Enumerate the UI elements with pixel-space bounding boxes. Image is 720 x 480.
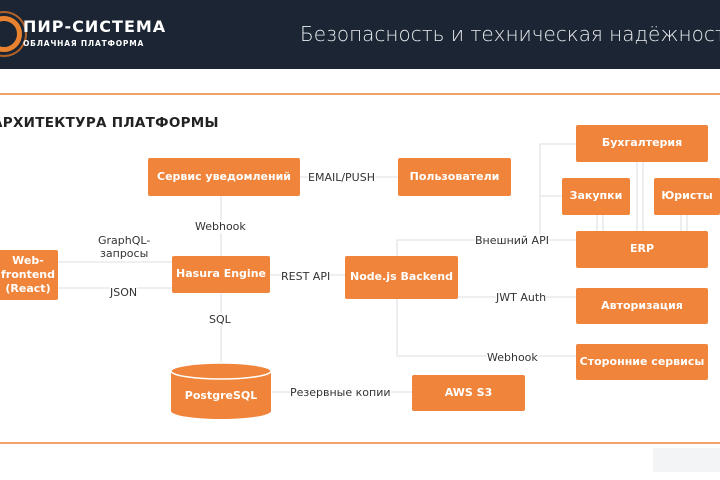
edge-label-graphql: GraphQL- запросы [98,234,151,260]
edge-label-email-push: EMAIL/PUSH [308,171,375,184]
page-title: Безопасность и техническая надёжность [300,22,720,46]
edge-label-jwt: JWT Auth [496,291,547,304]
database-cylinder-icon[interactable] [170,362,272,420]
bottom-divider [0,442,720,444]
edge-label-backup: Резервные копии [290,386,391,399]
node-postgresql: PostgreSQL [184,389,258,402]
edge-label-sql: SQL [209,313,231,326]
top-divider [0,93,720,95]
node-aws-s3[interactable]: AWS S3 [412,375,525,411]
node-authorization[interactable]: Авторизация [576,288,708,324]
watermark [653,448,720,472]
node-nodejs-backend[interactable]: Node.js Backend [345,256,458,299]
node-erp[interactable]: ERP [576,231,708,268]
edge-label-external-api: Внешний API [475,234,549,247]
edge-label-json: JSON [110,286,138,299]
section-title: АРХИТЕКТУРА ПЛАТФОРМЫ [0,115,219,131]
logo-name: ПИР-СИСТЕМА [23,17,167,36]
logo-subtitle: ОБЛАЧНАЯ ПЛАТФОРМА [23,39,145,48]
edge-label-webhook-third: Webhook [487,351,538,364]
edge-label-rest-api: REST API [281,270,331,283]
header: ПИР-СИСТЕМА ОБЛАЧНАЯ ПЛАТФОРМА Безопасно… [0,0,720,69]
node-web-frontend[interactable]: Web-frontend (React) [0,250,58,300]
node-lawyers[interactable]: Юристы [654,178,720,215]
node-notification-service[interactable]: Сервис уведомлений [148,158,300,196]
node-purchasing[interactable]: Закупки [562,178,630,215]
node-hasura[interactable]: Hasura Engine [172,256,270,293]
node-third-party[interactable]: Сторонние сервисы [576,344,708,380]
node-accounting[interactable]: Бухгалтерия [576,125,708,162]
node-users[interactable]: Пользователи [398,158,511,196]
logo-gear-icon [0,16,22,52]
edge-label-webhook: Webhook [195,220,246,233]
